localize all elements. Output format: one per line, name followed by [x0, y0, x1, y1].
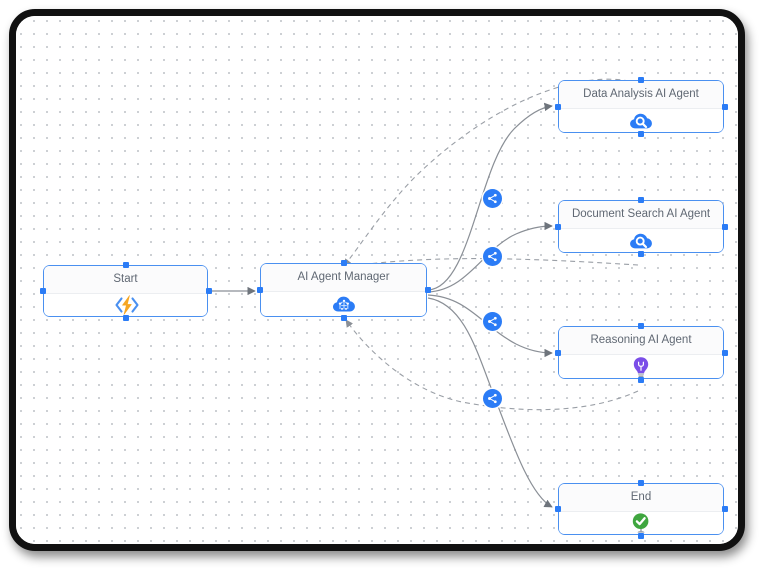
- port-reasoning-left[interactable]: [554, 349, 561, 356]
- share-nodes-icon: [487, 193, 497, 203]
- port-start-left[interactable]: [39, 288, 46, 294]
- port-manager-left[interactable]: [256, 287, 263, 293]
- port-analysis-left[interactable]: [554, 103, 561, 110]
- edge-badge-end[interactable]: [482, 388, 502, 408]
- node-data-analysis-ai-agent-title: Data Analysis AI Agent: [559, 81, 723, 109]
- edge-badge-document-search[interactable]: [482, 246, 502, 266]
- node-end-body: [559, 512, 723, 534]
- port-start-bottom[interactable]: [122, 314, 129, 321]
- port-docsearch-bottom[interactable]: [638, 250, 644, 257]
- node-ai-agent-manager-body: [261, 292, 426, 316]
- share-nodes-icon: [487, 251, 497, 261]
- port-analysis-bottom[interactable]: [638, 130, 644, 137]
- port-manager-top[interactable]: [340, 259, 347, 266]
- edge-badge-data-analysis[interactable]: [482, 188, 502, 208]
- node-end-title: End: [559, 484, 723, 512]
- port-manager-right[interactable]: [424, 287, 431, 293]
- port-docsearch-right[interactable]: [721, 223, 728, 230]
- port-reasoning-top[interactable]: [638, 322, 644, 329]
- port-start-right[interactable]: [205, 288, 212, 294]
- port-reasoning-right[interactable]: [721, 349, 728, 356]
- lightbulb-icon: [633, 356, 649, 377]
- port-end-bottom[interactable]: [638, 532, 644, 539]
- edge-badge-reasoning[interactable]: [482, 311, 502, 331]
- node-ai-agent-manager-title: AI Agent Manager: [261, 264, 426, 292]
- cloud-search-icon: [630, 113, 652, 128]
- port-docsearch-left[interactable]: [554, 223, 561, 230]
- port-end-right[interactable]: [721, 506, 728, 512]
- check-circle-icon: [632, 513, 649, 533]
- node-document-search-ai-agent-body: [559, 229, 723, 252]
- node-ai-agent-manager[interactable]: AI Agent Manager: [256, 259, 431, 321]
- ai-cloud-icon: [332, 296, 355, 312]
- port-analysis-top[interactable]: [638, 76, 644, 83]
- node-reasoning-ai-agent-title: Reasoning AI Agent: [559, 327, 723, 355]
- share-nodes-icon: [487, 316, 497, 326]
- port-end-left[interactable]: [554, 506, 561, 512]
- port-end-top[interactable]: [638, 479, 644, 486]
- node-document-search-ai-agent[interactable]: Document Search AI Agent: [554, 196, 728, 257]
- port-docsearch-top[interactable]: [638, 196, 644, 203]
- share-nodes-icon: [487, 393, 497, 403]
- node-start[interactable]: Start: [39, 261, 212, 321]
- node-reasoning-ai-agent[interactable]: Reasoning AI Agent: [554, 322, 728, 383]
- node-data-analysis-ai-agent[interactable]: Data Analysis AI Agent: [554, 76, 728, 137]
- node-start-body: [44, 294, 207, 316]
- port-analysis-right[interactable]: [721, 103, 728, 110]
- node-start-title: Start: [44, 266, 207, 294]
- cloud-search-icon: [630, 233, 652, 248]
- port-reasoning-bottom[interactable]: [638, 376, 644, 383]
- node-reasoning-ai-agent-body: [559, 355, 723, 378]
- app-frame: Start AI Agent Manager: [9, 9, 745, 551]
- node-data-analysis-ai-agent-body: [559, 109, 723, 132]
- node-end[interactable]: End: [554, 479, 728, 539]
- port-manager-bottom[interactable]: [340, 314, 347, 321]
- node-document-search-ai-agent-title: Document Search AI Agent: [559, 201, 723, 229]
- workflow-canvas[interactable]: Start AI Agent Manager: [16, 16, 738, 544]
- port-start-top[interactable]: [122, 261, 129, 268]
